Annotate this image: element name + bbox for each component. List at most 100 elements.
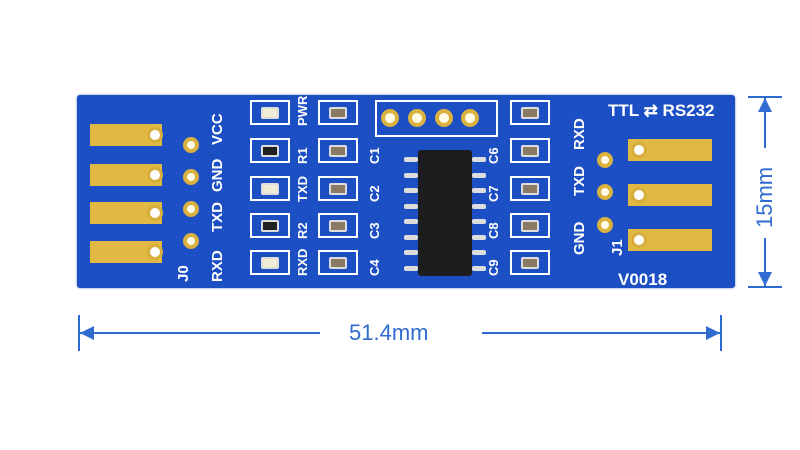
ic-pin bbox=[404, 234, 418, 240]
arrow-right-icon bbox=[706, 326, 720, 340]
ic-pin bbox=[404, 265, 418, 271]
header-pin bbox=[381, 109, 399, 127]
ic-pin bbox=[472, 203, 486, 209]
ic-pin bbox=[404, 250, 418, 255]
mount-hole bbox=[147, 244, 163, 260]
pin-label: RXD bbox=[209, 250, 226, 282]
capacitor-label: C6 bbox=[486, 147, 501, 164]
pin-label: RXD bbox=[571, 118, 588, 150]
mount-hole bbox=[631, 142, 647, 158]
header-outline bbox=[375, 100, 498, 137]
version-label: V0018 bbox=[618, 270, 668, 289]
pin-via bbox=[183, 201, 199, 217]
capacitor-label: C8 bbox=[486, 222, 501, 239]
capacitor bbox=[510, 213, 550, 238]
capacitor-chip bbox=[521, 257, 539, 269]
pin-via bbox=[597, 184, 613, 200]
ic-pin bbox=[404, 219, 418, 224]
capacitor-chip bbox=[521, 107, 539, 119]
capacitor bbox=[510, 250, 550, 275]
dimension-line-top bbox=[764, 98, 766, 148]
capacitor-chip bbox=[329, 257, 347, 269]
header-pin bbox=[408, 109, 426, 127]
dimension-tick-left bbox=[78, 315, 80, 351]
ic-pin bbox=[472, 157, 486, 162]
capacitor-chip bbox=[329, 145, 347, 157]
arrow-up-icon bbox=[758, 98, 772, 112]
led bbox=[250, 100, 290, 125]
ic-pin bbox=[472, 265, 486, 271]
led-chip bbox=[261, 257, 279, 269]
dimension-tick-top bbox=[748, 96, 782, 98]
capacitor bbox=[318, 213, 358, 238]
mount-hole bbox=[147, 167, 163, 183]
led bbox=[250, 250, 290, 275]
mount-hole bbox=[147, 127, 163, 143]
capacitor-chip bbox=[329, 220, 347, 232]
gold-pad bbox=[90, 241, 162, 263]
capacitor-label: C1 bbox=[367, 147, 382, 164]
gold-pad bbox=[90, 164, 162, 186]
resistor-chip bbox=[261, 220, 279, 232]
pin-via bbox=[597, 152, 613, 168]
pin-label: GND bbox=[209, 158, 226, 192]
dimension-line-right bbox=[482, 332, 720, 334]
capacitor-chip bbox=[521, 145, 539, 157]
pin-via bbox=[183, 137, 199, 153]
capacitor-chip bbox=[329, 107, 347, 119]
pin-label: GND bbox=[571, 221, 588, 255]
resistor-chip bbox=[261, 145, 279, 157]
mount-hole bbox=[631, 232, 647, 248]
led-chip bbox=[261, 183, 279, 195]
capacitor bbox=[510, 100, 550, 125]
resistor bbox=[250, 138, 290, 163]
gold-pad bbox=[628, 139, 712, 161]
component-label: PWR bbox=[295, 95, 310, 126]
component-label: TXD bbox=[295, 176, 310, 202]
pin-label: VCC bbox=[209, 113, 226, 145]
pin-label: TXD bbox=[571, 166, 588, 196]
board-title: TTL ⇄ RS232 bbox=[608, 101, 715, 120]
dimension-tick-bottom bbox=[748, 286, 782, 288]
j0-label: J0 bbox=[175, 265, 192, 282]
capacitor bbox=[318, 100, 358, 125]
component-label: R1 bbox=[295, 147, 310, 164]
header-pin bbox=[461, 109, 479, 127]
ic-pin bbox=[404, 157, 418, 162]
mount-hole bbox=[631, 187, 647, 203]
height-label: 15mm bbox=[752, 166, 777, 228]
width-label: 51.4mm bbox=[349, 320, 429, 345]
capacitor bbox=[318, 250, 358, 275]
led bbox=[250, 176, 290, 201]
j1-label: J1 bbox=[609, 239, 626, 256]
dimension-line-bottom bbox=[764, 238, 766, 286]
arrow-down-icon bbox=[758, 272, 772, 286]
gold-pad bbox=[628, 184, 712, 206]
ic-pin bbox=[472, 250, 486, 255]
pin-via bbox=[183, 169, 199, 185]
ic-pin bbox=[404, 172, 418, 178]
max3232-ic bbox=[418, 150, 472, 276]
capacitor-label: C4 bbox=[367, 259, 382, 276]
pin-via bbox=[597, 217, 613, 233]
gold-pad bbox=[628, 229, 712, 251]
resistor bbox=[250, 213, 290, 238]
mount-hole bbox=[147, 205, 163, 221]
ic-pin bbox=[404, 188, 418, 193]
gold-pad bbox=[90, 124, 162, 146]
ic-pin bbox=[472, 234, 486, 240]
ic-pin bbox=[472, 188, 486, 193]
header-pin bbox=[435, 109, 453, 127]
gold-pad bbox=[90, 202, 162, 224]
ic-pin bbox=[472, 172, 486, 178]
capacitor-label: C2 bbox=[367, 185, 382, 202]
capacitor bbox=[510, 138, 550, 163]
capacitor-label: C3 bbox=[367, 222, 382, 239]
dimension-line-left bbox=[80, 332, 320, 334]
capacitor-label: C7 bbox=[486, 185, 501, 202]
ic-pin bbox=[472, 219, 486, 224]
component-label: R2 bbox=[295, 222, 310, 239]
pin-via bbox=[183, 233, 199, 249]
capacitor-label: C9 bbox=[486, 259, 501, 276]
capacitor-chip bbox=[329, 183, 347, 195]
